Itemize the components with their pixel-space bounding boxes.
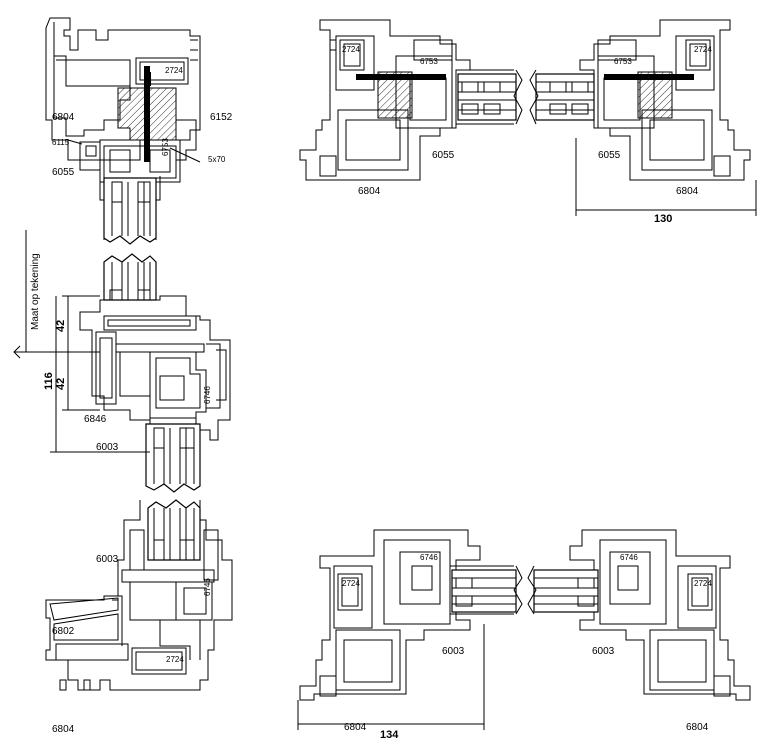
maat-op-tekening-label: Maat op tekening [30,253,41,330]
dim-134: 134 [380,729,399,741]
label-2724-br-left: 2724 [342,579,360,588]
dim-116: 116 [43,372,55,390]
label-6746-br-left: 6746 [420,553,438,562]
label-2724-tr-right: 2724 [694,45,712,54]
dim-42-upper: 42 [55,320,67,332]
label-2724-bottom-left: 2724 [166,655,184,664]
label-6003-br-right: 6003 [592,646,615,657]
label-6746-bottom-left: 6746 [203,578,212,596]
label-6746-br-right: 6746 [620,553,638,562]
section-left-middle [13,230,231,493]
dim-42-lower: 42 [55,378,67,390]
label-6846: 6846 [84,414,107,425]
label-6152: 6152 [210,112,233,123]
label-6003-br-left: 6003 [442,646,465,657]
label-2724-br-right: 2724 [694,579,712,588]
section-top-right-left-jamb [299,19,523,181]
label-2724-tr-left: 2724 [342,45,360,54]
label-2724-top-left: 2724 [165,66,183,75]
section-bottom-right-left-jamb [297,529,523,730]
label-6003-middle: 6003 [96,442,119,453]
label-6055-top-left: 6055 [52,167,75,178]
label-screw-5x70: 5x70 [208,155,226,164]
label-6753-tr-left: 6753 [420,57,438,66]
label-6746-middle: 6746 [203,386,212,404]
label-6802: 6802 [52,626,75,637]
section-left-bottom [45,499,233,691]
label-6804-tr-left: 6804 [358,186,381,197]
label-6804-br-left: 6804 [344,722,367,733]
section-left-top [45,17,201,245]
label-6003-bottom-left: 6003 [96,554,119,565]
section-top-right-right-jamb [529,19,757,216]
label-6804-bottom-left: 6804 [52,724,75,735]
label-6753-top-left: 6753 [161,138,170,156]
label-6055-tr-right: 6055 [598,150,621,161]
label-6115: 6115 [52,138,70,147]
label-6804-tr-right: 6804 [676,186,699,197]
label-6753-tr-right: 6753 [614,57,632,66]
label-6804-br-right: 6804 [686,722,709,733]
dim-130: 130 [654,213,672,225]
label-6055-tr-left: 6055 [432,150,455,161]
label-6804-top-left: 6804 [52,112,75,123]
section-bottom-right-right-jamb [527,529,751,701]
